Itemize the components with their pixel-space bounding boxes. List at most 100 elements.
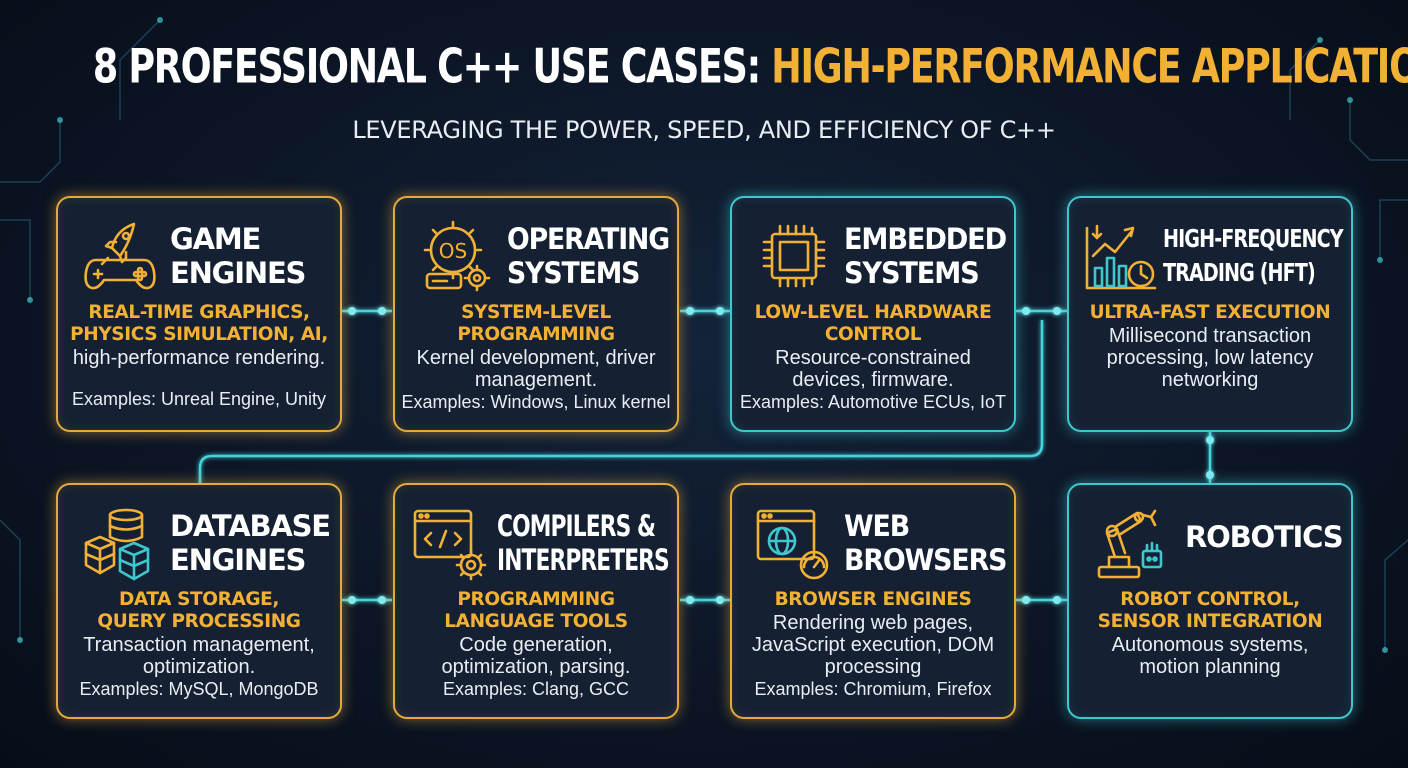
rocket-gamepad-icon bbox=[80, 216, 160, 296]
card-description: Transaction management,optimization. bbox=[64, 634, 334, 678]
card-subtitle: ROBOT CONTROL,SENSOR INTEGRATION bbox=[1075, 589, 1345, 633]
card-subtitle-line: SYSTEM-LEVEL bbox=[461, 302, 611, 323]
card-subtitle-line: LANGUAGE TOOLS bbox=[444, 611, 628, 632]
os-gear-icon: OS bbox=[417, 216, 497, 296]
card-high-frequency-trading: HIGH-FREQUENCY TRADING (HFT) ULTRA-FAST E… bbox=[1067, 196, 1353, 432]
page-title: 8 PROFESSIONAL C++ USE CASES: HIGH-PERFO… bbox=[92, 39, 1408, 94]
card-description: Code generation,optimization, parsing. bbox=[401, 634, 671, 678]
card-subtitle-line: ROBOT CONTROL, bbox=[1120, 589, 1300, 610]
card-subtitle-line: LOW-LEVEL HARDWARE bbox=[754, 302, 992, 323]
card-title: COMPILERS &INTERPRETERS bbox=[497, 485, 670, 601]
card-description-line: high-performance rendering. bbox=[72, 347, 326, 369]
card-description-line: processing, low latency bbox=[1106, 347, 1314, 369]
card-examples: Examples: Clang, GCC bbox=[442, 679, 630, 699]
card-description-line: processing bbox=[824, 656, 922, 678]
card-subtitle-line: PROGRAMMING bbox=[457, 324, 615, 345]
card-examples: Examples: MySQL, MongoDB bbox=[79, 679, 319, 699]
card-title-line: SYSTEMS bbox=[507, 256, 640, 290]
card-subtitle-line: REAL-TIME GRAPHICS, bbox=[88, 302, 310, 323]
card-examples: Examples: Windows, Linux kernel bbox=[401, 392, 671, 412]
card-title-line: SYSTEMS bbox=[844, 256, 980, 290]
card-title-line: OPERATING bbox=[507, 222, 670, 256]
card-description-line: management. bbox=[474, 369, 598, 391]
card-subtitle-line: ULTRA-FAST EXECUTION bbox=[1089, 302, 1331, 323]
card-subtitle: DATA STORAGE,QUERY PROCESSING bbox=[64, 589, 334, 633]
card-title-line: EMBEDDED bbox=[844, 222, 1007, 256]
card-title-line: COMPILERS & bbox=[497, 509, 656, 543]
card-description-line: Millisecond transaction bbox=[1108, 325, 1312, 347]
card-title-line: ENGINES bbox=[170, 543, 306, 577]
card-title: HIGH-FREQUENCY TRADING (HFT) bbox=[1163, 198, 1344, 314]
card-subtitle-line: QUERY PROCESSING bbox=[97, 611, 301, 632]
card-subtitle-line: PHYSICS SIMULATION, AI, bbox=[70, 324, 328, 345]
title-accent: HIGH-PERFORMANCE APPLICATIONS bbox=[771, 39, 1408, 94]
card-description-line: Code generation, bbox=[459, 634, 613, 656]
card-title-line: ROBOTICS bbox=[1185, 520, 1344, 554]
svg-text:OS: OS bbox=[439, 239, 467, 263]
card-title: ROBOTICS bbox=[1185, 479, 1344, 595]
card-description-line: optimization, parsing. bbox=[441, 656, 631, 678]
card-title-line: TRADING (HFT) bbox=[1163, 258, 1316, 287]
card-description-line: JavaScript execution, DOM bbox=[751, 634, 995, 656]
card-title-line: HIGH-FREQUENCY bbox=[1163, 224, 1344, 253]
card-subtitle-line: PROGRAMMING bbox=[457, 589, 615, 610]
card-description-line: Kernel development, driver bbox=[416, 347, 656, 369]
card-examples: Examples: Unreal Engine, Unity bbox=[71, 389, 327, 409]
card-description-line: Autonomous systems, bbox=[1111, 634, 1309, 656]
card-subtitle: BROWSER ENGINES bbox=[738, 589, 1008, 611]
card-subtitle: ULTRA-FAST EXECUTION bbox=[1075, 302, 1345, 324]
title-main: 8 PROFESSIONAL C++ USE CASES: bbox=[92, 39, 772, 94]
card-description-line: Resource-constrained bbox=[775, 347, 971, 369]
card-title-line: INTERPRETERS bbox=[497, 543, 670, 577]
card-subtitle: REAL-TIME GRAPHICS,PHYSICS SIMULATION, A… bbox=[64, 302, 334, 346]
card-subtitle-line: CONTROL bbox=[824, 324, 922, 345]
card-title-line: WEB bbox=[844, 509, 910, 543]
code-window-gear-icon bbox=[411, 503, 491, 583]
card-title-line: GAME bbox=[170, 222, 261, 256]
database-cubes-icon bbox=[80, 503, 160, 583]
card-robotics: ROBOTICS ROBOT CONTROL,SENSOR INTEGRATIO… bbox=[1067, 483, 1353, 719]
card-description: Autonomous systems,motion planning bbox=[1075, 634, 1345, 678]
card-description-line: Transaction management, bbox=[83, 634, 315, 656]
card-description-line: devices, firmware. bbox=[792, 369, 954, 391]
browser-globe-icon bbox=[754, 503, 834, 583]
microchip-icon bbox=[754, 216, 834, 296]
card-description: high-performance rendering. bbox=[64, 347, 334, 369]
card-description-line: optimization. bbox=[142, 656, 256, 678]
connector-lines bbox=[198, 309, 1212, 602]
card-subtitle-line: BROWSER ENGINES bbox=[774, 589, 972, 610]
card-description-line: Rendering web pages, bbox=[772, 612, 974, 634]
card-description-line: motion planning bbox=[1139, 656, 1281, 678]
card-title-line: BROWSERS bbox=[844, 543, 1007, 577]
card-subtitle-line: SENSOR INTEGRATION bbox=[1097, 611, 1323, 632]
card-subtitle-line: DATA STORAGE, bbox=[118, 589, 280, 610]
card-examples: Examples: Chromium, Firefox bbox=[754, 679, 992, 699]
robot-arm-icon bbox=[1091, 503, 1171, 583]
card-title-line: ENGINES bbox=[170, 256, 306, 290]
page-subtitle: LEVERAGING THE POWER, SPEED, AND EFFICIE… bbox=[352, 116, 1056, 144]
card-title-line: DATABASE bbox=[170, 509, 331, 543]
card-description: Rendering web pages,JavaScript execution… bbox=[738, 612, 1008, 678]
trading-chart-icon bbox=[1081, 216, 1161, 296]
card-description-line: networking bbox=[1161, 369, 1259, 391]
card-examples: Examples: Automotive ECUs, IoT bbox=[739, 392, 1007, 412]
